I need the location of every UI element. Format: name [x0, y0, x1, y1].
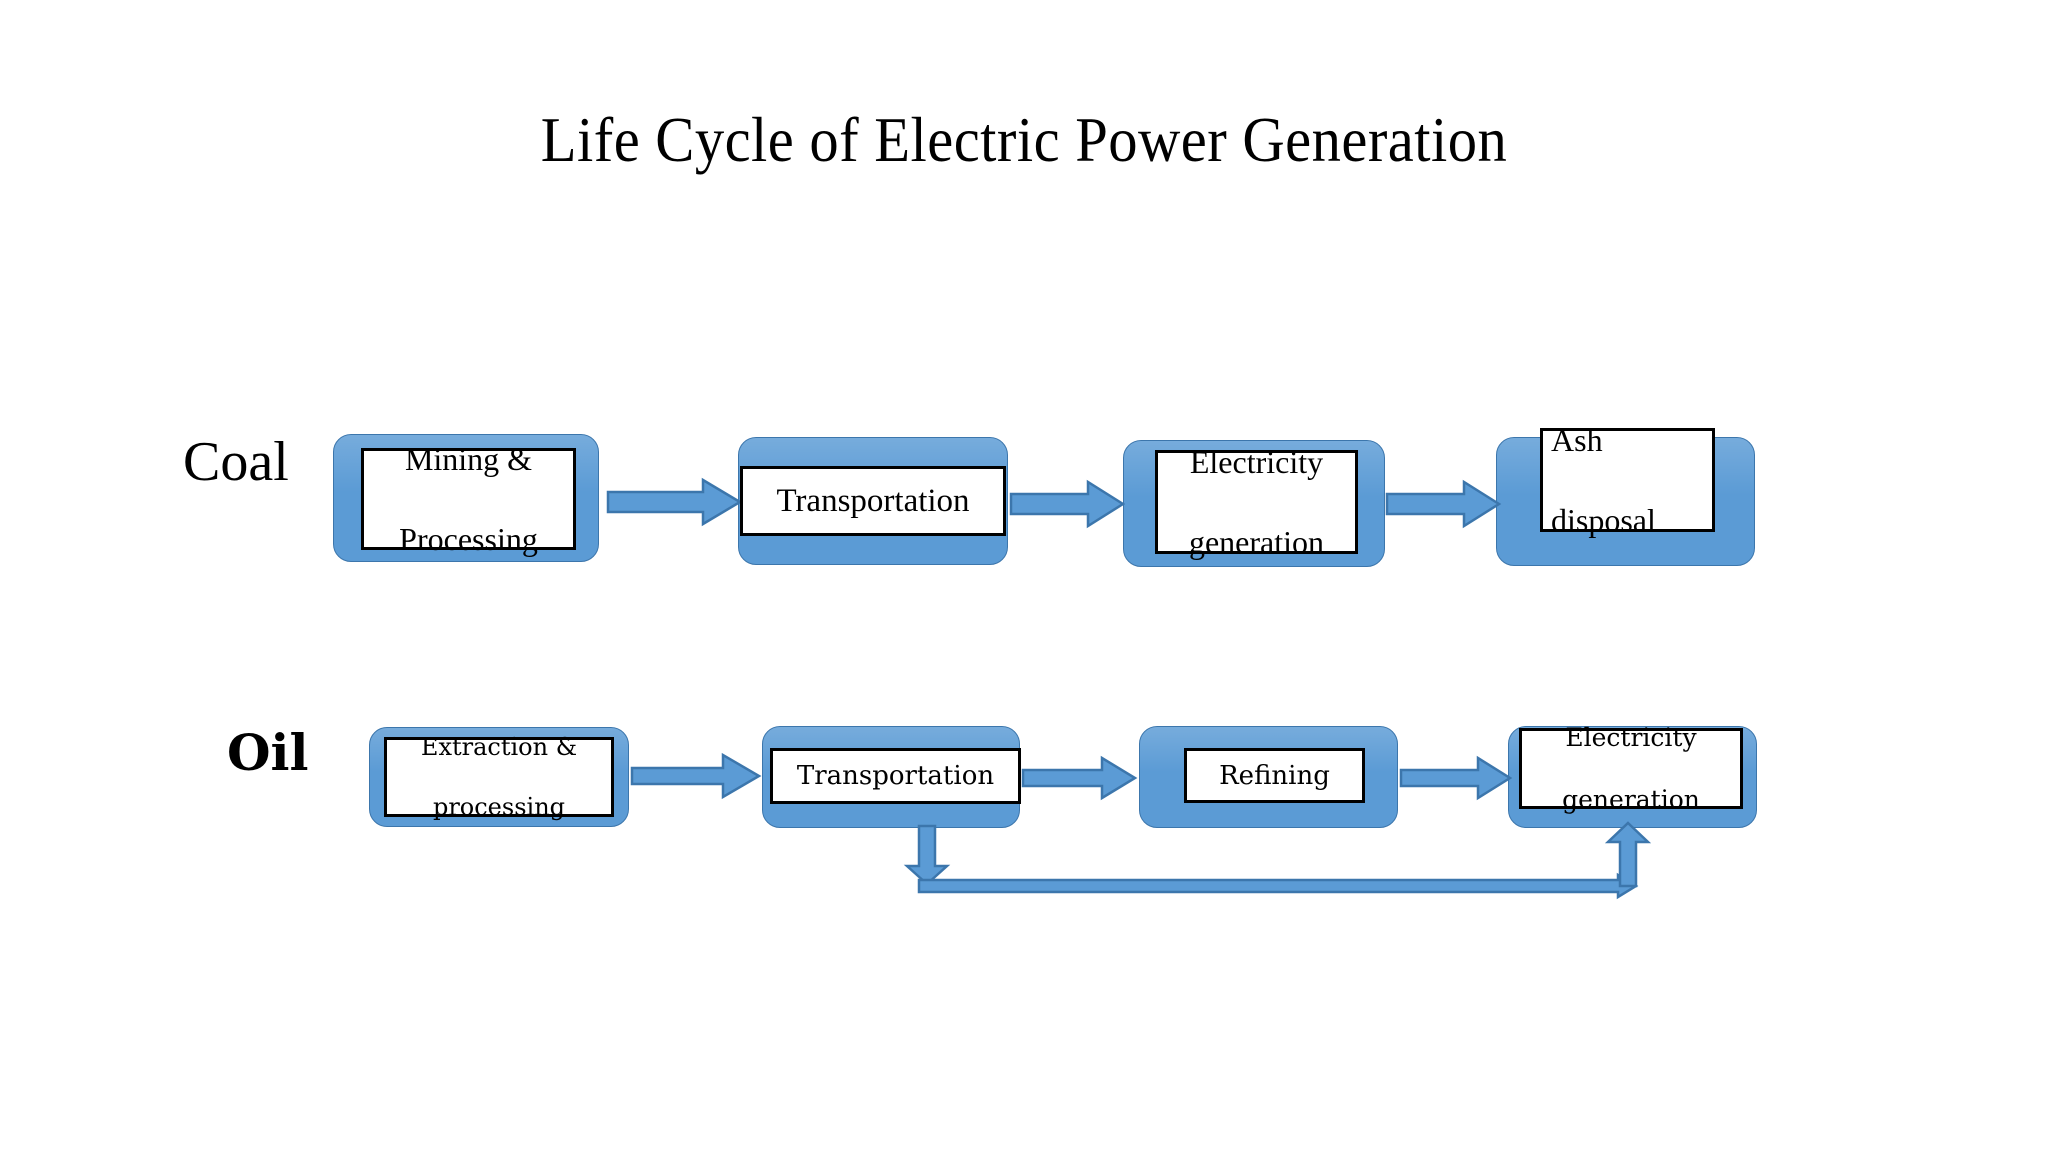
- row-label-coal: Coal: [183, 431, 289, 493]
- oil-bypass-horizontal-arrow: [917, 872, 1639, 900]
- node-oil-refining-label: Refining: [1219, 760, 1330, 791]
- oil-arrow-1: [630, 752, 762, 800]
- node-oil-electricity-plate: Electricity generation: [1519, 723, 1743, 814]
- coal-arrow-1: [606, 477, 743, 527]
- node-coal-transport-label: Transportation: [776, 483, 970, 519]
- node-oil-electricity-line1: Electricity: [1565, 723, 1697, 752]
- node-oil-extraction-line2: processing: [432, 793, 566, 821]
- node-coal-transport-plate: Transportation: [740, 466, 1006, 536]
- node-oil-extraction-line1: Extraction &: [420, 733, 578, 761]
- node-coal-electricity-line1: Electricity: [1189, 444, 1324, 480]
- oil-arrow-3: [1399, 755, 1513, 801]
- node-coal-ash-line1: Ash: [1551, 422, 1603, 458]
- node-oil-transport-label: Transportation: [796, 761, 995, 791]
- oil-bypass-up-arrow: [1604, 821, 1652, 888]
- node-oil-transport-plate: Transportation: [770, 748, 1021, 804]
- node-coal-ash-line2: disposal: [1551, 502, 1656, 538]
- oil-arrow-2: [1021, 755, 1138, 801]
- node-coal-ash-plate: Ash disposal: [1540, 422, 1715, 538]
- coal-arrow-2: [1009, 479, 1126, 529]
- node-coal-mining-line1: Mining &: [404, 441, 533, 477]
- node-coal-mining-line2: Processing: [399, 521, 538, 557]
- coal-arrow-3: [1385, 479, 1502, 529]
- page-title: Life Cycle of Electric Power Generation: [540, 105, 1508, 175]
- node-oil-extraction-plate: Extraction & processing: [384, 733, 614, 821]
- node-coal-electricity-plate: Electricity generation: [1155, 444, 1358, 560]
- row-label-oil: Oil: [227, 723, 309, 782]
- node-coal-mining-plate: Mining & Processing: [361, 441, 576, 557]
- node-oil-electricity-line2: generation: [1562, 785, 1700, 814]
- node-coal-electricity-line2: generation: [1188, 524, 1325, 560]
- oil-bypass-down-arrow: [903, 824, 951, 886]
- node-oil-refining-plate: Refining: [1184, 748, 1365, 803]
